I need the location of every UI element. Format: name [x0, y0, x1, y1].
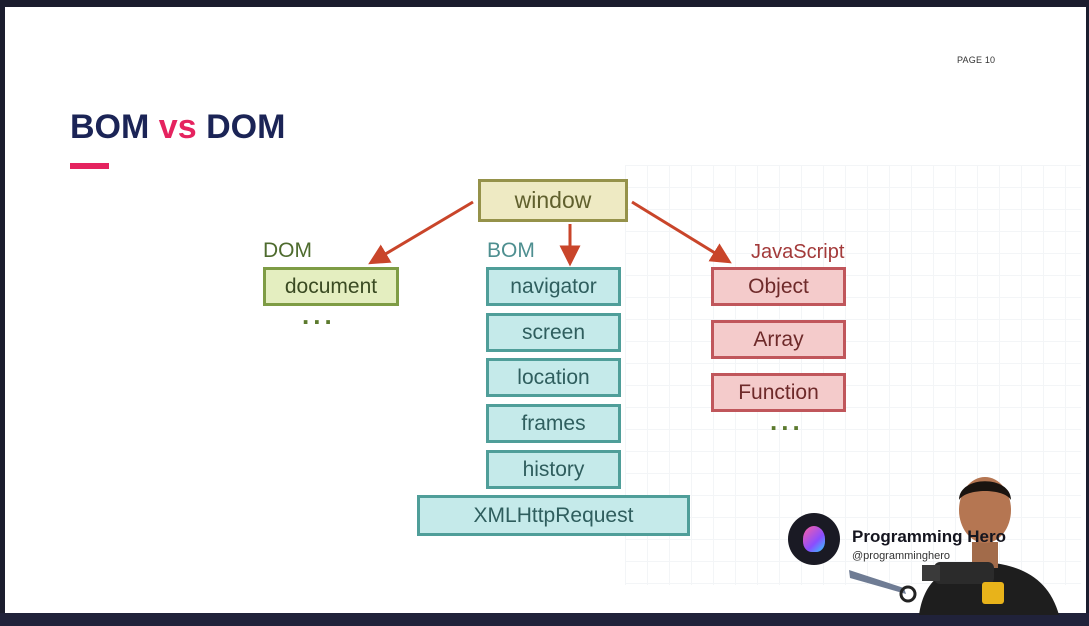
bom-label: BOM — [487, 239, 535, 262]
navigator-box: navigator — [486, 267, 621, 306]
arrow-to-js — [631, 200, 732, 264]
dom-label: DOM — [263, 239, 312, 262]
brand-handle: @programminghero — [852, 550, 950, 562]
title-bom: BOM — [70, 108, 150, 146]
js-more-ellipsis: ... — [770, 406, 804, 436]
title-underline — [70, 163, 109, 169]
screen-box: screen — [486, 313, 621, 352]
presenter-webcam — [849, 477, 1059, 615]
xmlhttprequest-box: XMLHttpRequest — [417, 495, 690, 536]
frames-box: frames — [486, 404, 621, 443]
slide-title: BOM vs DOM — [70, 108, 285, 147]
page-number: PAGE 10 — [957, 55, 996, 65]
programming-hero-logo-icon — [788, 513, 840, 565]
window-box: window — [478, 179, 628, 222]
dom-more-ellipsis: ... — [302, 300, 336, 330]
history-box: history — [486, 450, 621, 489]
location-box: location — [486, 358, 621, 397]
video-bottom-bar — [0, 613, 1089, 626]
title-dom: DOM — [206, 108, 286, 146]
arrow-to-dom — [368, 200, 474, 265]
javascript-label: JavaScript — [751, 241, 845, 263]
document-box: document — [263, 267, 399, 306]
function-box: Function — [711, 373, 846, 412]
array-box: Array — [711, 320, 846, 359]
title-vs: vs — [158, 108, 197, 146]
object-box: Object — [711, 267, 846, 306]
brand-name: Programming Hero — [852, 527, 1006, 546]
